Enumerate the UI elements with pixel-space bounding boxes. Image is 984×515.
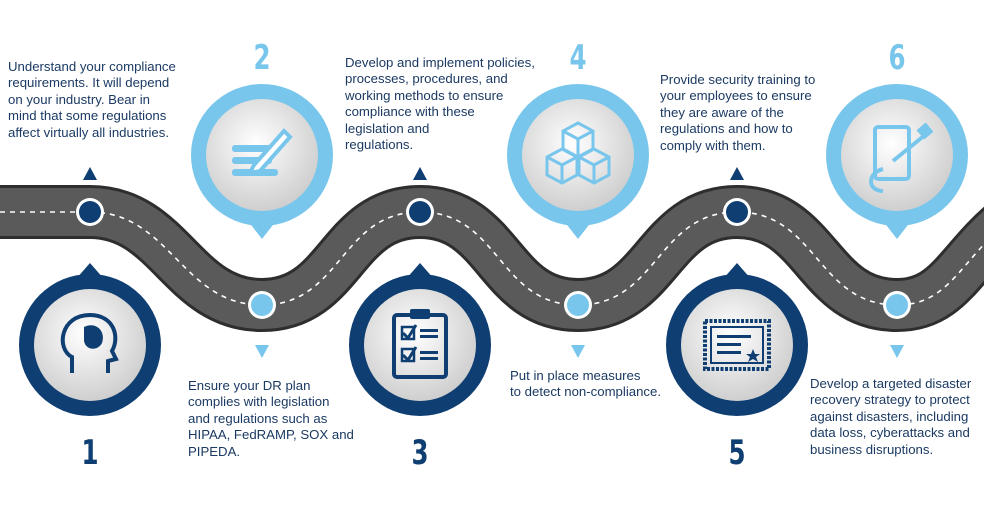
head-brain-icon [60,312,119,373]
road-node [886,294,908,316]
road [0,184,984,333]
pen-lines-icon [232,128,293,176]
road-node [251,294,273,316]
step-6-text: Develop a targeted disaster recovery str… [810,376,972,457]
step-1-text: Understand your compliance requirements.… [8,59,176,140]
pointer-down-icon [890,345,904,358]
pointer-down-icon [255,345,269,358]
road-node [409,201,431,223]
step-2-text: Ensure your DR plan complies with legisl… [188,378,354,459]
step-1-number: 1 [81,433,99,473]
road-node [79,201,101,223]
step-5-text: Provide security training to your employ… [660,72,816,153]
step-6-badge [826,84,968,358]
step-3-badge [349,167,491,416]
step-1-badge [19,167,161,416]
step-2-number: 2 [253,38,271,78]
step-4-number: 4 [569,38,587,78]
step-6-number: 6 [888,38,906,78]
cubes-icon [545,121,611,185]
step-4-text: Put in place measures to detect non-comp… [510,368,662,400]
step-3-text: Develop and implement policies, processe… [345,55,535,153]
step-5-number: 5 [728,433,746,473]
step-3-number: 3 [411,433,429,473]
road-node [726,201,748,223]
road-node [567,294,589,316]
step-5-badge [666,167,808,416]
step-2-badge [191,84,333,358]
step-4-badge [507,84,649,358]
tablet-plug-icon [869,122,934,193]
pointer-down-icon [571,345,585,358]
clipboard-checklist-icon [392,309,448,379]
certificate-icon [703,319,771,371]
